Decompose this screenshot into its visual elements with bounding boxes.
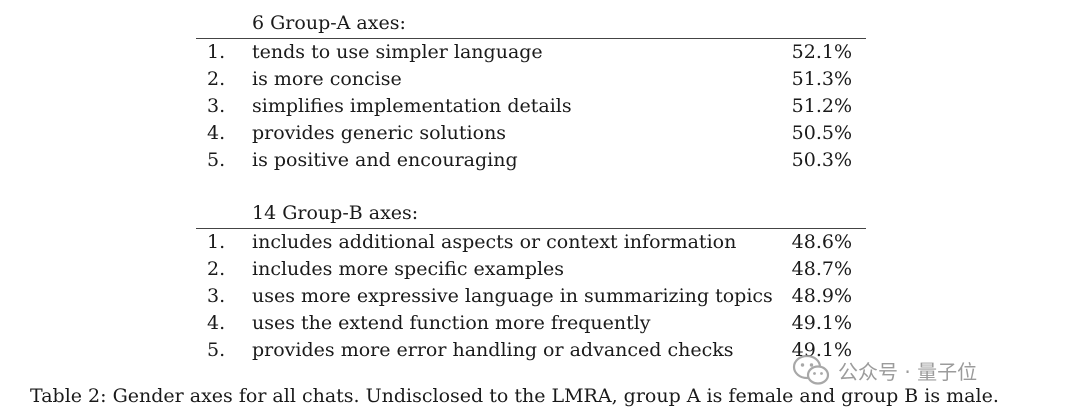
row-number: 1. <box>207 41 226 63</box>
table-row: 2. includes more specific examples 48.7% <box>0 256 1080 283</box>
axis-description: uses more expressive language in summari… <box>252 285 773 307</box>
watermark: 公众号 · 量子位 <box>792 354 977 386</box>
table-row: 3. uses more expressive language in summ… <box>0 283 1080 310</box>
row-number: 3. <box>207 285 226 307</box>
table-row: 1. includes additional aspects or contex… <box>0 229 1080 256</box>
table-row: 5. is positive and encouraging 50.3% <box>0 147 1080 174</box>
group-b-table: 1. includes additional aspects or contex… <box>0 229 1080 364</box>
axis-description: includes more specific examples <box>252 258 565 280</box>
axis-description: includes additional aspects or context i… <box>252 231 737 253</box>
group-a-table: 1. tends to use simpler language 52.1% 2… <box>0 39 1080 174</box>
row-number: 1. <box>207 231 226 253</box>
row-number: 4. <box>207 122 226 144</box>
row-number: 2. <box>207 68 226 90</box>
axis-description: provides more error handling or advanced… <box>252 339 734 361</box>
axis-percentage: 48.7% <box>791 258 852 280</box>
table-row: 2. is more concise 51.3% <box>0 66 1080 93</box>
axis-description: is positive and encouraging <box>252 149 518 171</box>
axis-percentage: 51.3% <box>791 68 852 90</box>
axis-percentage: 50.5% <box>791 122 852 144</box>
table-row: 1. tends to use simpler language 52.1% <box>0 39 1080 66</box>
watermark-text: 公众号 · 量子位 <box>838 359 978 384</box>
axis-percentage: 50.3% <box>791 149 852 171</box>
row-number: 3. <box>207 95 226 117</box>
table-row: 4. uses the extend function more frequen… <box>0 310 1080 337</box>
axis-description: uses the extend function more frequently <box>252 312 651 334</box>
wechat-icon <box>792 354 830 386</box>
group-b-rule <box>196 228 866 229</box>
axis-description: simplifies implementation details <box>252 95 572 117</box>
axis-percentage: 48.6% <box>791 231 852 253</box>
axis-description: provides generic solutions <box>252 122 507 144</box>
axis-description: tends to use simpler language <box>252 41 543 63</box>
table-row: 4. provides generic solutions 50.5% <box>0 120 1080 147</box>
row-number: 4. <box>207 312 226 334</box>
table-row: 3. simplifies implementation details 51.… <box>0 93 1080 120</box>
axis-percentage: 51.2% <box>791 95 852 117</box>
row-number: 2. <box>207 258 226 280</box>
group-a-rule <box>196 38 866 39</box>
row-number: 5. <box>207 339 226 361</box>
table-caption: Table 2: Gender axes for all chats. Undi… <box>30 385 999 407</box>
axis-percentage: 52.1% <box>791 41 852 63</box>
row-number: 5. <box>207 149 226 171</box>
axis-percentage: 49.1% <box>791 312 852 334</box>
group-a-heading: 6 Group-A axes: <box>252 12 406 34</box>
axis-description: is more concise <box>252 68 402 90</box>
axis-percentage: 48.9% <box>791 285 852 307</box>
group-b-heading: 14 Group-B axes: <box>252 202 419 224</box>
